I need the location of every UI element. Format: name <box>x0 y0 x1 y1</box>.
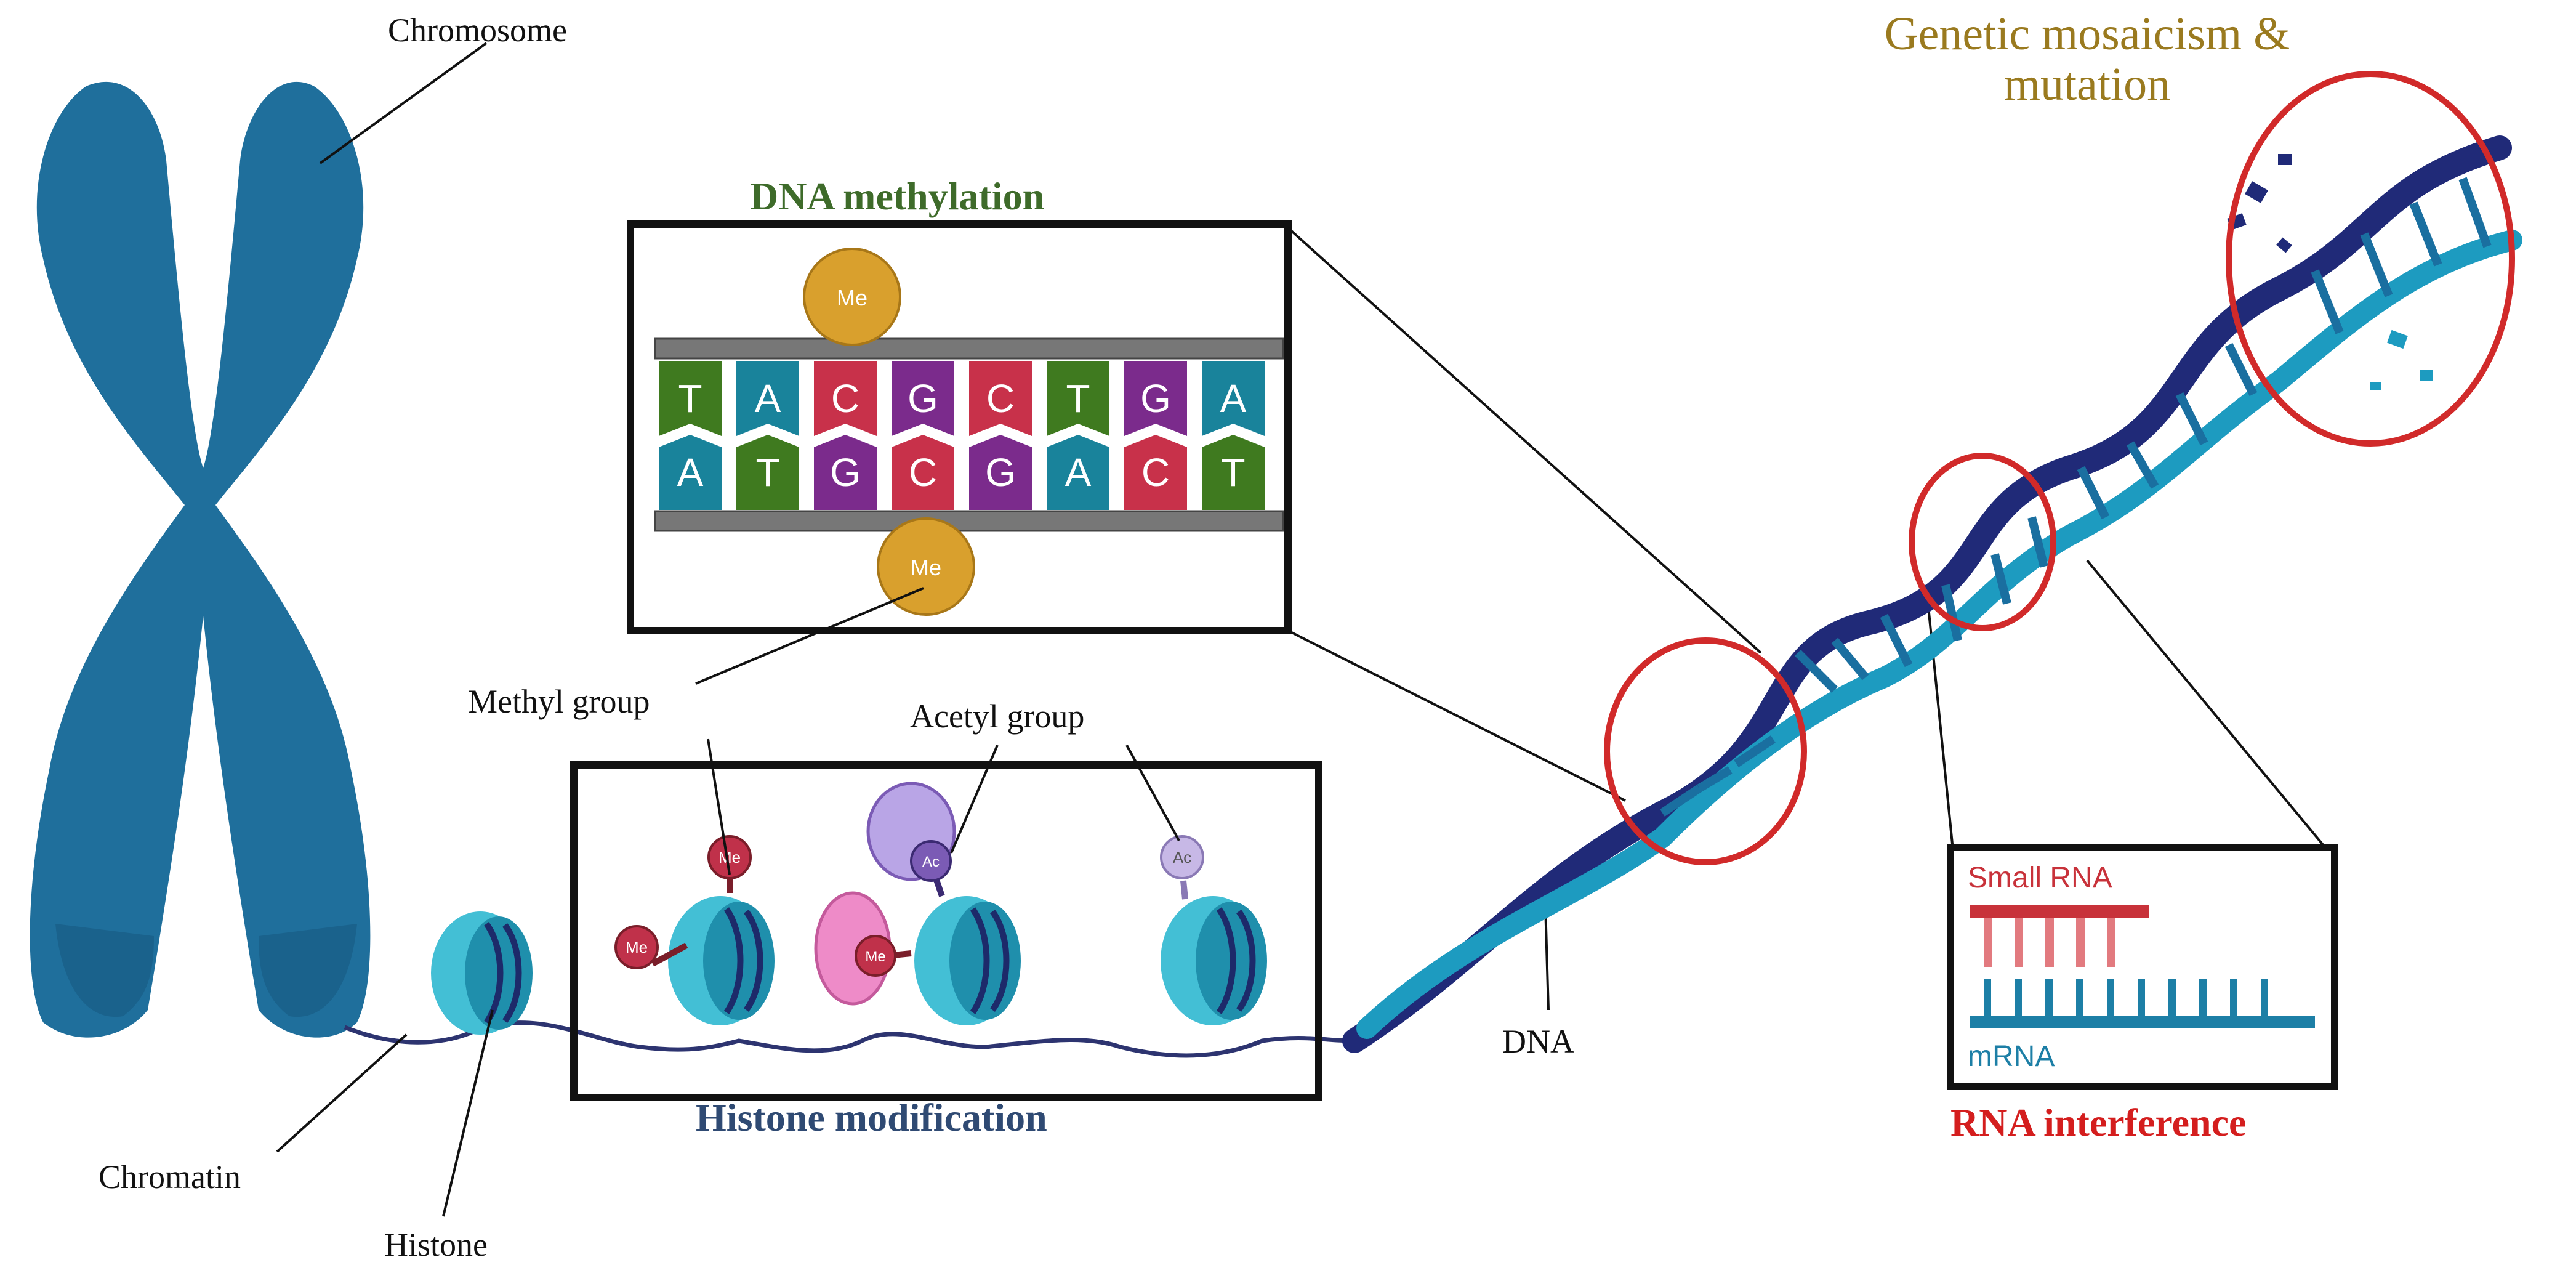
top-base-5: C <box>969 361 1032 436</box>
histone-3 <box>914 896 1021 1025</box>
bottom-base-letter-2: T <box>755 450 779 495</box>
bottom-base-1: A <box>659 435 722 510</box>
top-base-letter-4: G <box>908 376 938 421</box>
methylation-me-top-label: Me <box>837 285 867 310</box>
histone-1 <box>431 911 533 1035</box>
highlight-circle-rnai <box>1909 453 2056 631</box>
acetyl-mark-2-label: Ac <box>1173 848 1191 867</box>
highlight-circle-methylation <box>1604 637 1807 865</box>
rna-interference-title: RNA interference <box>1950 1101 2247 1144</box>
histone-4 <box>1161 896 1267 1025</box>
methyl-mark-2 <box>707 835 752 879</box>
methyl-mark-3-label: Me <box>865 948 885 965</box>
bottom-base-letter-8: T <box>1221 450 1245 495</box>
dna-rungs <box>1660 177 2492 817</box>
top-backbone <box>654 337 1284 360</box>
top-base-letter-3: C <box>831 376 859 421</box>
bottom-base-letter-4: C <box>909 450 937 495</box>
highlight-circle-mosaicism <box>2226 71 2515 447</box>
bottom-base-6: A <box>1047 435 1109 510</box>
top-base-7: G <box>1124 361 1187 436</box>
bottom-backbone <box>654 510 1284 532</box>
methylation-me-top <box>803 248 901 346</box>
histone-marks: Me Me Ac Me Ac <box>614 782 1204 1006</box>
chromosome-illustration <box>30 81 371 1038</box>
acetyl-mark-1-label: Ac <box>922 854 940 870</box>
top-base-letter-8: A <box>1220 376 1247 421</box>
methylation-me-bottom <box>877 517 975 616</box>
methyl-mark-2-label: Me <box>718 848 741 867</box>
bottom-base-8: T <box>1202 435 1265 510</box>
bottom-base-letter-7: C <box>1141 450 1170 495</box>
bottom-base-3: G <box>814 435 877 510</box>
mrna-graphic <box>1970 979 2315 1028</box>
bottom-base-letter-1: A <box>677 450 704 495</box>
bottom-base-5: G <box>969 435 1032 510</box>
small-rna-graphic <box>1970 905 2149 967</box>
top-base-letter-2: A <box>755 376 781 421</box>
bottom-base-letter-5: G <box>985 450 1016 495</box>
callout-lines <box>276 42 2328 1217</box>
acetyl-mark-1 <box>910 840 952 882</box>
methyl-group-label: Methyl group <box>468 683 650 720</box>
top-base-letter-5: C <box>986 376 1015 421</box>
histone-modification-box <box>570 761 1322 1101</box>
methyl-mark-1 <box>614 925 659 969</box>
acetyl-group-label: Acetyl group <box>910 698 1085 735</box>
top-base-2: A <box>736 361 799 436</box>
histone-label: Histone <box>384 1226 488 1263</box>
methyl-mark-1-label: Me <box>626 938 648 956</box>
chromatin-label: Chromatin <box>99 1158 241 1195</box>
bottom-base-letter-3: G <box>830 450 861 495</box>
chromosome-label: Chromosome <box>388 12 567 49</box>
bottom-base-7: C <box>1124 435 1187 510</box>
dna-methylation-title: DNA methylation <box>750 174 1045 218</box>
mrna-label: mRNA <box>1968 1040 2055 1073</box>
chromosome-left-arm <box>30 81 371 1038</box>
genetic-mosaicism-title: Genetic mosaicism & mutation <box>1884 8 2290 110</box>
bottom-base-2: T <box>736 435 799 510</box>
top-base-3: C <box>814 361 877 436</box>
chromosome-shading <box>55 924 357 1017</box>
small-rna-label: Small RNA <box>1968 862 2112 894</box>
dna-strand-dark <box>1342 135 2512 1053</box>
dna-strand-light <box>1356 230 2522 1039</box>
chromatin-string <box>344 1020 1355 1058</box>
top-base-letter-1: T <box>678 376 702 421</box>
top-base-4: G <box>892 361 954 436</box>
acetyl-mark-2 <box>1160 835 1204 879</box>
top-base-letter-6: T <box>1066 376 1090 421</box>
methyl-mark-3 <box>855 935 896 977</box>
bottom-base-4: C <box>892 435 954 510</box>
dna-label: DNA <box>1502 1023 1574 1060</box>
histone-2 <box>668 896 775 1025</box>
histone-modification-title: Histone modification <box>696 1096 1047 1139</box>
methylation-me-bottom-label: Me <box>911 555 941 580</box>
highlight-circles <box>1604 71 2515 865</box>
top-base-8: A <box>1202 361 1265 436</box>
dna-double-helix <box>1342 135 2522 1053</box>
top-base-letter-7: G <box>1140 376 1171 421</box>
top-base-1: T <box>659 361 722 436</box>
top-base-6: T <box>1047 361 1109 436</box>
bottom-base-letter-6: A <box>1065 450 1092 495</box>
